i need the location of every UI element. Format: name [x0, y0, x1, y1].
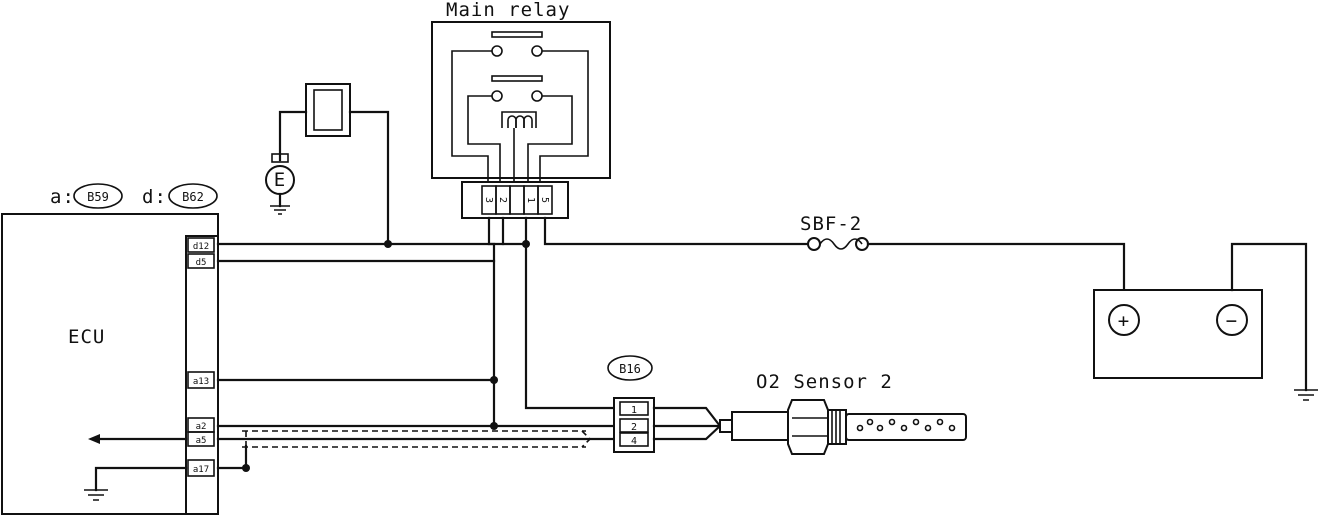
connector-a-code: B59 [87, 190, 109, 204]
battery: + − [1093, 242, 1318, 401]
ecu-pin-a5: a5 [196, 436, 207, 446]
sensor-connector-code: B16 [619, 362, 641, 376]
sensor-connector-badge [607, 355, 653, 381]
ecu: ECU d12 d5 a13 a2 a5 a17 [1, 213, 219, 515]
connector-d-prefix: d: [142, 186, 167, 208]
ecu-pin-a13: a13 [193, 377, 209, 387]
relay-pin-2: 2 [497, 197, 508, 203]
relay-connector: 3 2 1 5 [461, 181, 569, 219]
o2-sensor: O2 Sensor 2 [719, 371, 967, 455]
sensor-pin-4: 4 [631, 436, 637, 447]
ecu-pin-d5: d5 [196, 258, 207, 268]
ecu-pin-d12: d12 [193, 242, 209, 252]
relay-pin-5: 5 [539, 197, 550, 203]
connector-a-prefix: a: [50, 186, 75, 208]
relay-pin-1: 1 [525, 197, 536, 203]
connector-d-code: B62 [182, 190, 204, 204]
main-relay-label: Main relay [446, 0, 570, 21]
ecu-label: ECU [68, 326, 105, 348]
meter-symbol: E [274, 169, 286, 191]
sensor-pin-1: 1 [631, 405, 637, 416]
o2-sensor-label: O2 Sensor 2 [756, 371, 893, 393]
ecu-pin-a17: a17 [193, 465, 209, 475]
sensor-pin-2: 2 [631, 422, 637, 433]
fuse-sbf2: SBF-2 [800, 213, 1126, 292]
meter-component: E [265, 83, 390, 246]
sensor-connector-b16: B16 1 2 4 [607, 355, 722, 453]
wires [216, 216, 810, 472]
connector-a-badge [73, 183, 123, 209]
connector-d-badge [168, 183, 218, 209]
relay-pin-3: 3 [483, 197, 494, 203]
fuse-label: SBF-2 [800, 213, 862, 235]
ecu-pin-a2: a2 [196, 422, 207, 432]
battery-minus-icon: − [1226, 310, 1238, 332]
battery-plus-icon: + [1118, 310, 1130, 332]
main-relay [431, 21, 611, 190]
